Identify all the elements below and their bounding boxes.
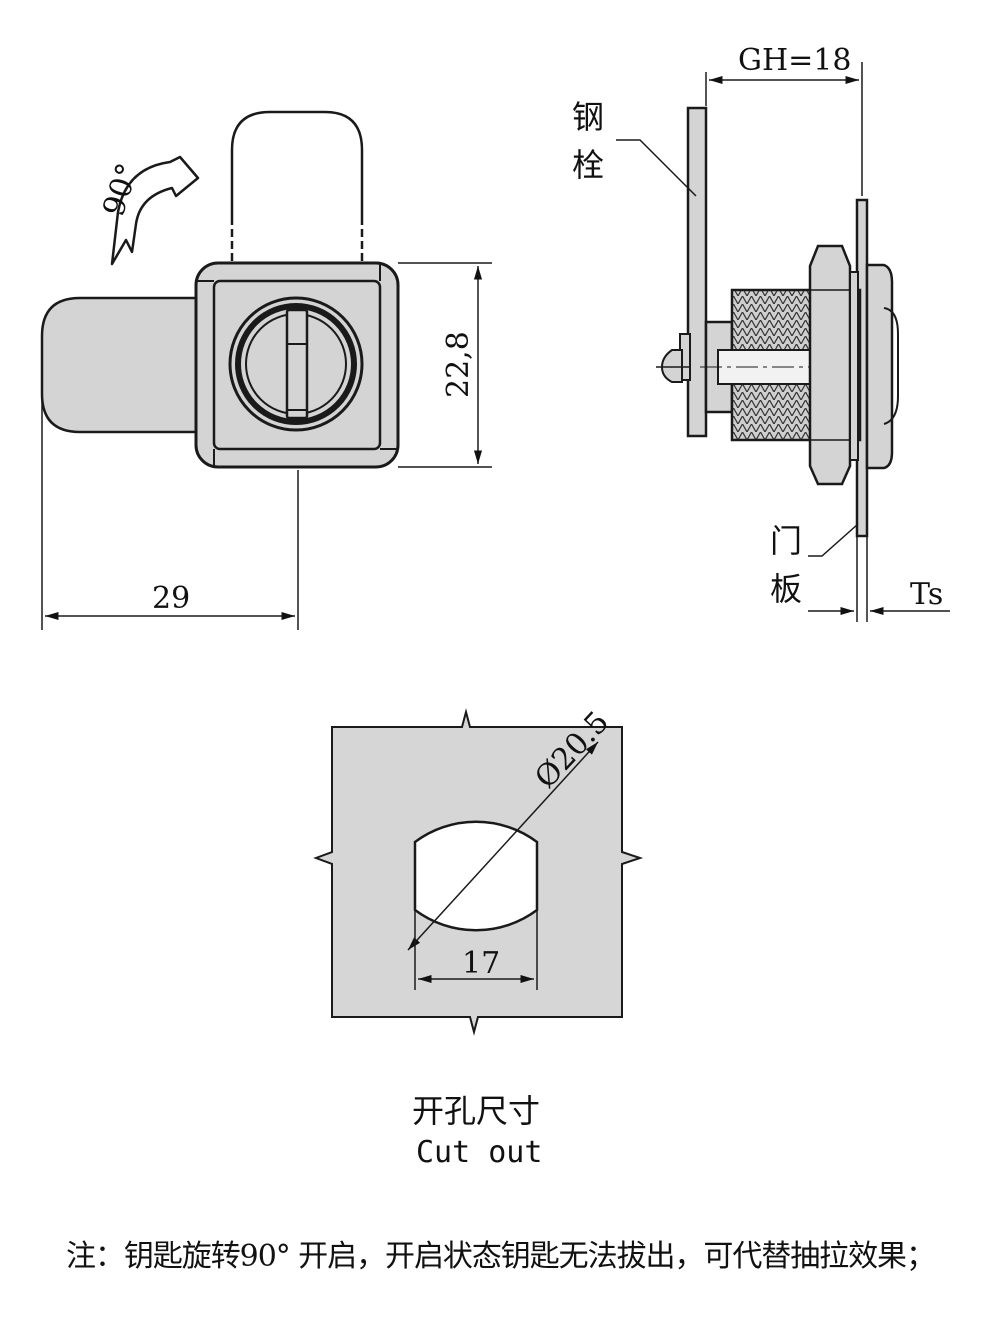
note-text: 注：钥匙旋转90° 开启，开启状态钥匙无法拔出，可代替抽拉效果； — [66, 1239, 936, 1274]
door-panel-label-1: 门 — [770, 522, 802, 560]
diameter-dim-line — [407, 741, 599, 951]
flat-width-dim-label: 17 — [462, 946, 500, 981]
ts-label: Ts — [910, 577, 943, 612]
cutout-title-cn: 开孔尺寸 — [412, 1092, 540, 1130]
screw — [656, 333, 691, 383]
steel-bolt-label-2: 栓 — [572, 146, 604, 184]
width-dim-label: 29 — [152, 581, 190, 616]
cutout-view: Ø20.5 17 开孔尺寸 Cut out — [313, 705, 644, 1170]
face-flange — [865, 263, 894, 470]
door-panel-label-2: 板 — [770, 570, 802, 608]
cam-rotated-position — [230, 110, 364, 262]
front-view: 90° 22,8 29 — [40, 110, 492, 630]
cutout-title-en: Cut out — [416, 1135, 542, 1170]
hex-nut — [808, 244, 852, 486]
rotation-arrow-icon — [110, 155, 200, 266]
height-dim-label: 22,8 — [441, 331, 476, 398]
gh-dim-label: GH=18 — [738, 43, 851, 78]
steel-bolt-plate — [686, 106, 708, 438]
keyway-slot — [285, 308, 309, 420]
cam-locked-position — [40, 296, 200, 434]
side-view: GH=18 钢 栓 门 板 Ts — [572, 43, 950, 622]
steel-bolt-label-1: 钢 — [572, 98, 604, 136]
